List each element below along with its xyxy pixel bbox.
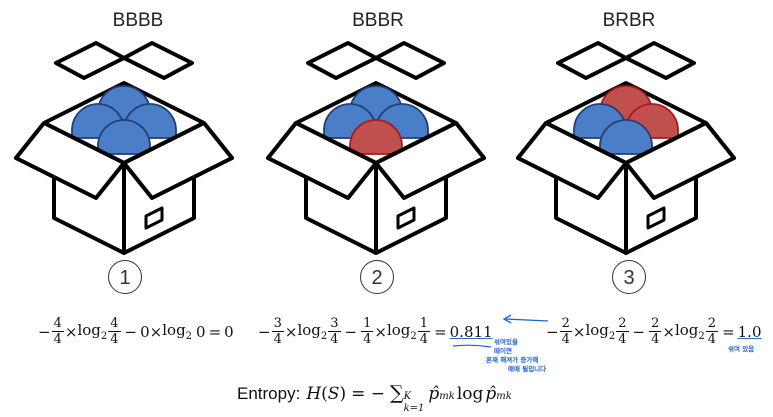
box-back-right-flap <box>374 41 446 80</box>
ball-4 <box>97 119 151 155</box>
box-handle <box>396 206 416 230</box>
box-handle <box>646 206 666 230</box>
ball-4 <box>349 119 403 155</box>
note-line-3: 혼재 해져가 증가해 <box>486 356 539 364</box>
annotation-note-2: 섞여 있음 <box>728 345 755 353</box>
formula-2-result: 0.811 <box>449 322 493 341</box>
annotation-arrow-icon <box>502 314 549 324</box>
box-back-left-flap <box>306 41 378 80</box>
box-back-left-flap <box>556 41 628 80</box>
note-line-1: 섞여있을 <box>494 338 518 346</box>
open-box-3-icon <box>516 41 736 255</box>
box-label-3: BRBR <box>602 10 656 31</box>
annotation-note: 섞여있을 때이면 혼재 해져가 증가해 매매 될입니다 <box>486 338 576 374</box>
note-line-4: 매매 될입니다 <box>508 365 547 373</box>
note-line-2: 때이면 <box>494 347 512 355</box>
box-label-1: BBBB <box>112 10 164 31</box>
open-box-2-icon <box>266 41 486 255</box>
entropy-definition: Entropy: H(S) = − ∑ K k=1 p̂mk log p̂mk <box>237 382 512 414</box>
box-front-left-flap-top <box>266 121 378 200</box>
ball-4 <box>599 119 653 155</box>
box-back-left-flap <box>54 41 126 80</box>
circled-number-3: 3 <box>612 260 646 294</box>
box-back-right-flap <box>122 41 194 80</box>
circled-number-1: 1 <box>108 260 142 294</box>
box-front-right-flap-top <box>624 121 736 200</box>
formula-3-result: 1.0 <box>737 322 762 341</box>
box-handle <box>144 206 164 230</box>
box-front-left-flap-top <box>14 121 126 200</box>
annotation-underline-icon <box>452 344 492 348</box>
box-front-left-flap-top <box>516 121 628 200</box>
box-front-right-flap-top <box>122 121 234 200</box>
box-label-2: BBBR <box>352 10 404 31</box>
open-box-1-icon <box>14 41 234 255</box>
formula-1-result: 0 <box>224 322 234 341</box>
circled-number-2: 2 <box>360 260 394 294</box>
box-front-right-flap-top <box>374 121 486 200</box>
box-back-right-flap <box>624 41 696 80</box>
